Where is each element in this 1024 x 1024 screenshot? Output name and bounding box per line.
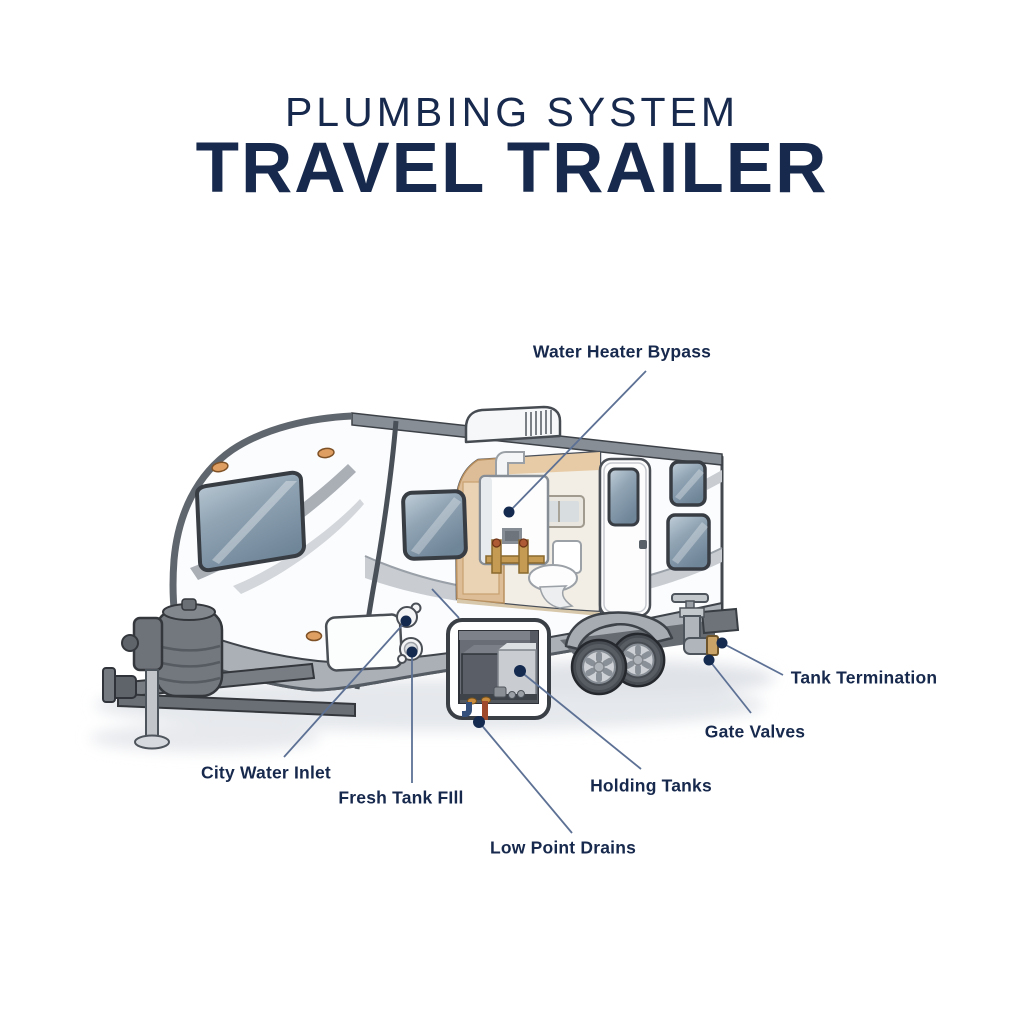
holding-tanks-inset xyxy=(446,618,551,720)
inset-connector-line xyxy=(431,588,460,619)
label-water-heater-bypass: Water Heater Bypass xyxy=(532,341,712,362)
rear-swoosh-decal xyxy=(704,470,722,490)
door-window xyxy=(607,467,640,527)
front-marker-light xyxy=(305,630,323,642)
termination-cap xyxy=(706,635,719,656)
tongue-jack xyxy=(121,616,170,750)
ac-vent-grille xyxy=(525,410,552,436)
callout-dot-tank-termination xyxy=(716,637,728,649)
clearance-lights xyxy=(211,447,335,642)
page-title-subtitle: PLUMBING SYSTEM xyxy=(284,89,740,135)
leader-low-point-drains xyxy=(478,721,573,834)
callout-dot-fresh-tank-fill xyxy=(406,646,418,658)
cutaway-interior xyxy=(454,450,602,616)
inset-frame-rails xyxy=(460,686,537,703)
front-window xyxy=(195,470,306,573)
baggage-door xyxy=(324,613,404,672)
door-handle xyxy=(639,540,647,549)
callout-dot-gate-valves xyxy=(703,654,715,666)
callout-dot-water-heater-bypass xyxy=(503,506,515,518)
roof-edge xyxy=(351,412,723,466)
label-low-point-drains: Low Point Drains xyxy=(489,837,637,858)
leader-city-water-inlet xyxy=(283,620,407,758)
page-title-main: TRAVEL TRAILER xyxy=(195,129,829,208)
tongue-beam-lower xyxy=(117,692,356,718)
label-city-water-inlet: City Water Inlet xyxy=(201,762,331,783)
toilet xyxy=(528,540,582,609)
label-gate-valves: Gate Valves xyxy=(704,721,806,742)
rear-bumper xyxy=(700,607,740,635)
leader-tank-termination xyxy=(721,642,784,676)
callout-dot-holding-tanks xyxy=(514,665,526,677)
leader-holding-tanks xyxy=(519,670,642,770)
interior-floor xyxy=(457,599,600,616)
front-swoosh-decal-2 xyxy=(233,499,364,594)
entry-door xyxy=(598,457,652,618)
callout-dot-city-water-inlet xyxy=(400,615,412,627)
low-point-drain-pipes xyxy=(462,696,491,720)
trailer-tongue xyxy=(102,598,356,750)
rear-lower-window xyxy=(666,513,711,571)
callout-dot-low-point-drains xyxy=(473,716,485,728)
leader-gate-valves xyxy=(708,659,752,714)
water-heater-vent xyxy=(495,451,525,477)
label-fresh-tank-fill: Fresh Tank FIll xyxy=(338,787,464,808)
bypass-valves xyxy=(485,538,545,574)
label-holding-tanks: Holding Tanks xyxy=(590,775,712,796)
wheel-front xyxy=(570,638,628,696)
wheel-fender xyxy=(564,611,674,651)
propane-tank xyxy=(154,598,224,698)
roof-ac-unit xyxy=(464,405,562,444)
label-tank-termination: Tank Termination xyxy=(790,667,938,688)
leader-lines xyxy=(283,370,784,834)
leader-water-heater-bypass xyxy=(508,370,647,513)
rear-upper-window xyxy=(669,460,707,507)
side-window xyxy=(401,489,468,561)
